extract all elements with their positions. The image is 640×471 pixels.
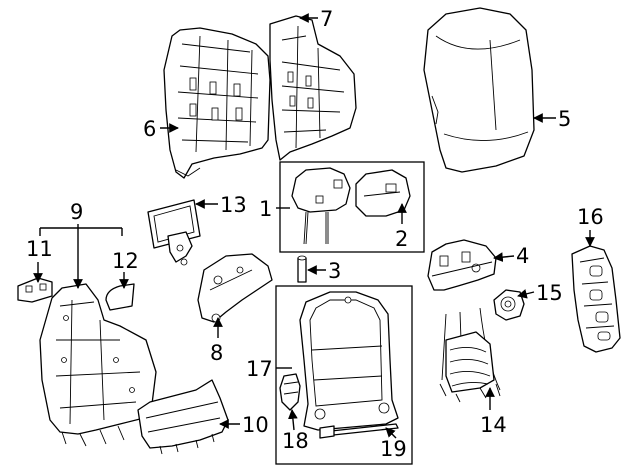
- part-19-rod: [319, 423, 399, 439]
- callout-12: 12: [112, 249, 139, 273]
- callout-5: 5: [558, 107, 571, 131]
- part-17-seat-back-frame: [299, 291, 399, 431]
- part-8-side-bracket: [197, 253, 273, 323]
- callout-7: 7: [320, 7, 333, 31]
- callout-17: 17: [246, 357, 273, 381]
- callout-4: 4: [516, 244, 529, 268]
- callout-19: 19: [380, 437, 407, 461]
- part-3-headrest-guide: [297, 255, 307, 283]
- part-11-clip: [17, 277, 53, 303]
- callout-6: 6: [143, 117, 156, 141]
- callout-2: 2: [395, 227, 408, 251]
- part-14-suspension-mat: [439, 307, 501, 403]
- part-4-bracket: [427, 239, 497, 291]
- part-12-trim-cap: [105, 283, 135, 311]
- callout-9: 9: [70, 200, 83, 224]
- part-1-headrest-assembly: [291, 167, 351, 245]
- callout-15: 15: [536, 281, 563, 305]
- part-15-motor: [493, 289, 525, 321]
- callout-13: 13: [220, 193, 247, 217]
- leader-lines: [33, 13, 595, 439]
- part-13-display-panel: [147, 199, 201, 266]
- part-7-back-panel: [269, 15, 357, 161]
- callout-1: 1: [259, 197, 272, 221]
- callout-8: 8: [210, 341, 223, 365]
- part-2-headrest-pad: [355, 169, 411, 217]
- part-10-lower-panel: [137, 379, 229, 455]
- frame-group-box: [275, 285, 413, 465]
- callout-11: 11: [26, 237, 53, 261]
- callout-18: 18: [282, 429, 309, 453]
- part-18-clip: [279, 373, 301, 411]
- callout-16: 16: [577, 205, 604, 229]
- callout-3: 3: [328, 259, 341, 283]
- part-5-seat-back-cover: [423, 7, 535, 173]
- part-6-seat-back-pad: [163, 27, 271, 179]
- part-16-lumbar-bladder: [571, 245, 621, 353]
- callout-labels: 1 2 3 4 5 6 7 8 9 10 11 12 13 14 15 16 1…: [26, 7, 604, 461]
- callout-14: 14: [480, 413, 507, 437]
- part-9-side-shield: [39, 283, 157, 447]
- callout-10: 10: [242, 413, 269, 437]
- headrest-group-box: [279, 161, 425, 253]
